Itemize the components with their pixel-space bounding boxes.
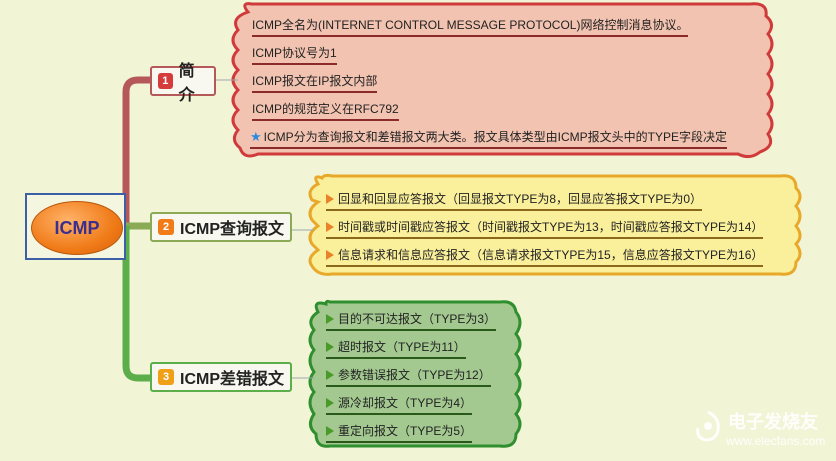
topic-error[interactable]: 3 ICMP差错报文 — [150, 362, 292, 392]
query-item[interactable]: 回显和回显应答报文（回显报文TYPE为8，回显应答报文TYPE为0） — [326, 190, 703, 211]
intro-item[interactable]: ★ICMP分为查询报文和差错报文两大类。报文具体类型由ICMP报文头中的TYPE… — [250, 128, 728, 149]
intro-item[interactable]: ICMP全名为(INTERNET CONTROL MESSAGE PROTOCO… — [252, 16, 689, 37]
query-item[interactable]: 时间戳或时间戳应答报文（时间戳报文TYPE为13，时间戳应答报文TYPE为14） — [326, 218, 764, 239]
flag-icon — [326, 222, 334, 232]
query-item[interactable]: 信息请求和信息应答报文（信息请求报文TYPE为15，信息应答报文TYPE为16） — [326, 246, 764, 267]
flag-icon — [326, 398, 334, 408]
topic-label: ICMP差错报文 — [180, 371, 285, 388]
error-item[interactable]: 源冷却报文（TYPE为4） — [326, 394, 473, 415]
topic-number: 2 — [158, 219, 174, 235]
flag-icon — [326, 426, 334, 436]
error-item[interactable]: 超时报文（TYPE为11） — [326, 338, 466, 359]
flag-icon — [326, 314, 334, 324]
topic-label: 简介 — [178, 63, 195, 104]
intro-item[interactable]: ICMP协议号为1 — [252, 44, 337, 65]
error-item[interactable]: 参数错误报文（TYPE为12） — [326, 366, 491, 387]
topic-intro[interactable]: 1 简介 — [150, 63, 216, 104]
flag-icon — [326, 370, 334, 380]
topic-label: ICMP查询报文 — [180, 221, 285, 238]
watermark: 电子发烧友 www.elecfans.com — [690, 404, 830, 456]
flag-icon — [326, 194, 334, 204]
error-item[interactable]: 目的不可达报文（TYPE为3） — [326, 310, 497, 331]
star-icon: ★ — [250, 129, 262, 144]
error-item[interactable]: 重定向报文（TYPE为5） — [326, 422, 473, 443]
topic-number: 3 — [158, 369, 174, 385]
root-node[interactable]: ICMP — [31, 201, 123, 255]
flag-icon — [326, 342, 334, 352]
topic-number: 1 — [158, 73, 173, 89]
watermark-brand: 电子发烧友 — [728, 412, 818, 433]
intro-item[interactable]: ICMP报文在IP报文内部 — [252, 72, 378, 93]
root-label: ICMP — [54, 217, 100, 238]
watermark-logo — [696, 410, 720, 442]
topic-query[interactable]: 2 ICMP查询报文 — [150, 212, 292, 242]
watermark-url: www.elecfans.com — [726, 434, 826, 448]
flag-icon — [326, 250, 334, 260]
intro-item[interactable]: ICMP的规范定义在RFC792 — [252, 100, 399, 121]
